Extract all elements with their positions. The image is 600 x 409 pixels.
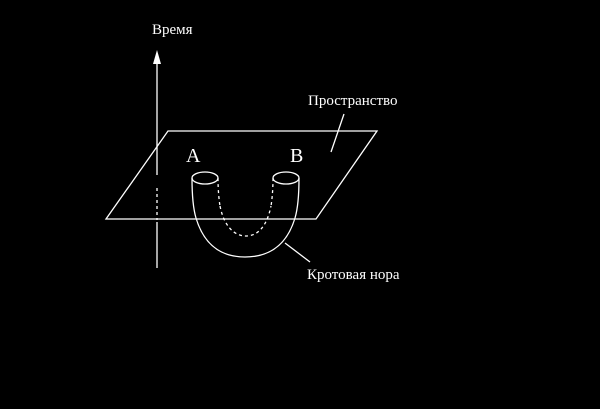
tube-outer-lower	[195, 217, 296, 258]
time-axis-label: Время	[152, 22, 193, 38]
mouth-b	[272, 171, 300, 185]
space-leader-line	[330, 113, 345, 153]
space-plane	[104, 130, 379, 220]
tube-inner-lower	[219, 205, 272, 237]
tube-outer-upper	[191, 177, 197, 219]
point-b-label: B	[290, 145, 304, 167]
mouth-a	[191, 171, 219, 185]
wormhole-leader-line	[284, 242, 311, 263]
point-a-label: A	[186, 145, 201, 167]
tube-inner-upper-right	[270, 177, 274, 207]
tube-inner-upper-left	[217, 177, 221, 207]
time-axis-arrowhead	[153, 50, 161, 64]
wormhole-label: Кротовая нора	[307, 267, 400, 283]
space-label: Пространство	[308, 93, 398, 109]
tube-outer-upper-right	[294, 177, 300, 219]
